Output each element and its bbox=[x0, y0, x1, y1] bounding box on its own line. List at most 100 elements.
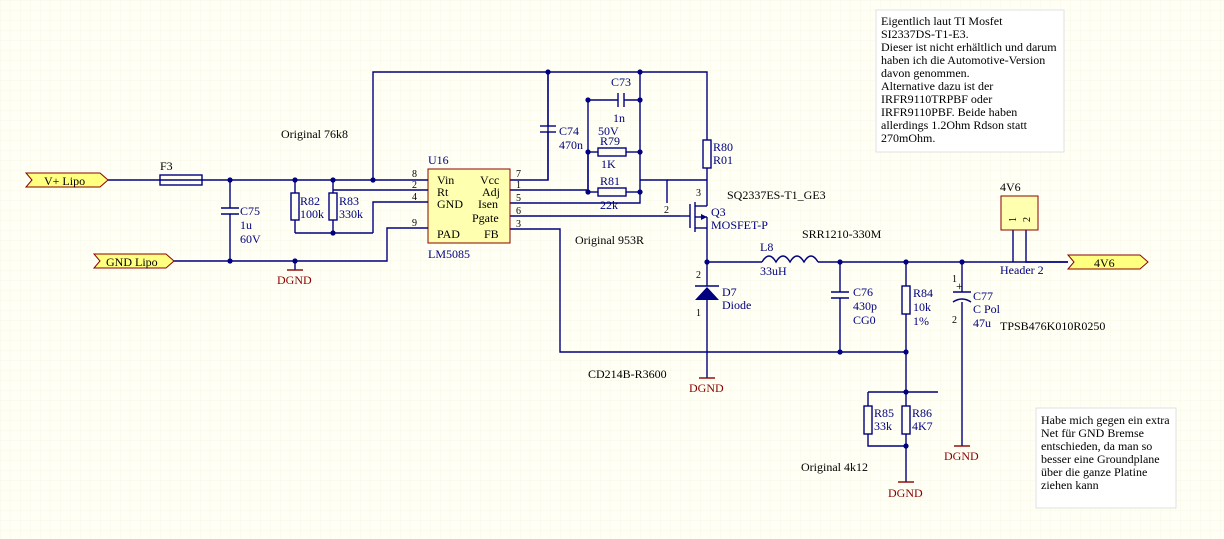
l8-part: SRR1210-330M bbox=[802, 227, 882, 241]
note-ground: Habe mich gegen ein extra Net für GND Br… bbox=[1035, 407, 1177, 509]
note-line: besser eine Groundplane bbox=[1041, 452, 1160, 466]
capacitor-c76: C76 430p CG0 bbox=[831, 285, 877, 327]
svg-text:+: + bbox=[956, 279, 963, 293]
r83-ref: R83 bbox=[339, 194, 359, 208]
r83-value: 330k bbox=[339, 207, 363, 221]
ground-symbol: DGND bbox=[689, 377, 724, 395]
u16-part: LM5085 bbox=[428, 247, 470, 261]
note-line: Net für GND Bremse bbox=[1041, 426, 1144, 440]
c75-value: 1u bbox=[240, 218, 252, 232]
ground-symbol: DGND bbox=[277, 269, 312, 287]
port-gnd-lipo: GND Lipo bbox=[92, 253, 175, 269]
inductor-l8: L8 33uH SRR1210-330M bbox=[760, 227, 882, 278]
note-mosfet: Eigentlich laut TI Mosfet SI2337DS-T1-E3… bbox=[875, 9, 1065, 153]
header-pin1: 1 bbox=[1008, 217, 1019, 222]
c75-ref: C75 bbox=[240, 204, 260, 218]
r79-value: 1K bbox=[601, 157, 616, 171]
resistor-r80: R80 R01 bbox=[702, 139, 733, 169]
u16-pin-name: GND bbox=[437, 197, 463, 211]
c76-value: 430p bbox=[853, 299, 877, 313]
annotation-original-4k12: Original 4k12 bbox=[801, 460, 868, 474]
capacitor-c75: C75 1u 60V bbox=[221, 204, 261, 246]
note-line: SI2337DS-T1-E3. bbox=[881, 27, 969, 41]
note-line: Alternative dazu ist der bbox=[881, 79, 993, 93]
c74-ref: C74 bbox=[559, 124, 579, 138]
u16-pin-name: Pgate bbox=[472, 211, 499, 225]
l8-ref: L8 bbox=[760, 240, 773, 254]
u16-pin-num: 4 bbox=[412, 192, 417, 203]
u16-designator: U16 bbox=[428, 153, 449, 167]
r84-tolerance: 1% bbox=[913, 314, 929, 328]
r82-value: 100k bbox=[300, 207, 324, 221]
r85-ref: R85 bbox=[874, 406, 894, 420]
annotation-original-953r: Original 953R bbox=[575, 233, 644, 247]
f3-ref: F3 bbox=[160, 159, 173, 173]
port-vplus-lipo: V+ Lipo bbox=[24, 172, 109, 188]
u16-pin-name: Vin bbox=[437, 173, 454, 187]
note-line: entschieden, da man so bbox=[1041, 439, 1152, 453]
c76-ref: C76 bbox=[853, 285, 873, 299]
header-ref: Header 2 bbox=[1000, 263, 1044, 277]
r86-ref: R86 bbox=[912, 406, 932, 420]
c73-voltage: 50V bbox=[598, 124, 619, 138]
u16-pin-name: FB bbox=[484, 227, 499, 241]
c77-part: TPSB476K010R0250 bbox=[1000, 319, 1105, 333]
c76-dielectric: CG0 bbox=[853, 313, 876, 327]
c75-voltage: 60V bbox=[240, 232, 261, 246]
note-line: davon genommen. bbox=[881, 66, 970, 80]
r85-value: 33k bbox=[874, 419, 892, 433]
c77-pin1: 1 bbox=[952, 274, 957, 285]
ic-u16-lm5085: U16 LM5085 8 2 4 9 Vin Rt GND PAD 7 1 5 … bbox=[405, 153, 521, 261]
r84-ref: R84 bbox=[913, 286, 933, 300]
resistor-r85: R85 33k bbox=[863, 405, 894, 435]
d7-type: Diode bbox=[722, 298, 751, 312]
port-4v6: 4V6 bbox=[1066, 254, 1149, 270]
q3-ref: Q3 bbox=[711, 205, 726, 219]
d7-ref: D7 bbox=[722, 285, 737, 299]
resistor-r83: R83 330k bbox=[328, 192, 363, 221]
r84-value: 10k bbox=[913, 300, 931, 314]
diode-d7: 2 1 D7 Diode CD214B-R3600 bbox=[588, 270, 751, 381]
resistor-r81: R81 22k bbox=[597, 174, 627, 212]
l8-value: 33uH bbox=[760, 264, 787, 278]
r80-ref: R80 bbox=[713, 140, 733, 154]
fuse-f3: F3 bbox=[159, 159, 203, 186]
u16-pin-num: 1 bbox=[516, 180, 521, 191]
ground-symbol: DGND bbox=[888, 481, 923, 500]
q3-part: SQ2337ES-T1_GE3 bbox=[727, 188, 826, 202]
note-line: IRFR9110PBF. Beide haben bbox=[881, 105, 1017, 119]
note-line: IRFR9110TRPBF oder bbox=[881, 92, 992, 106]
resistor-r84: R84 10k 1% bbox=[901, 285, 933, 328]
junctions bbox=[227, 69, 965, 449]
annotation-original-76k8: Original 76k8 bbox=[281, 127, 348, 141]
u16-pin-num: 9 bbox=[412, 218, 417, 229]
capacitor-c74: C74 470n bbox=[540, 124, 583, 152]
resistor-r86: R86 4K7 bbox=[901, 405, 933, 435]
q3-pin3: 3 bbox=[696, 188, 701, 199]
note-line: über die ganze Platine bbox=[1041, 465, 1147, 479]
port-vplus-label: V+ Lipo bbox=[44, 174, 85, 188]
u16-pin-name: Isen bbox=[478, 197, 498, 211]
port-gnd-label: GND Lipo bbox=[106, 255, 158, 269]
c77-value: 47u bbox=[973, 316, 991, 330]
note-line: Dieser ist nicht erhältlich und darum bbox=[881, 40, 1057, 54]
resistor-r79: R79 1K bbox=[597, 134, 627, 171]
u16-pin-num: 5 bbox=[516, 193, 521, 204]
c77-type: C Pol bbox=[973, 302, 1001, 316]
ground-symbol: DGND bbox=[944, 445, 979, 463]
note-line: Eigentlich laut TI Mosfet bbox=[881, 14, 1003, 28]
q3-type: MOSFET-P bbox=[711, 218, 768, 232]
u16-pin-num: 8 bbox=[412, 169, 417, 180]
u16-pin-name: Rt bbox=[437, 185, 449, 199]
c77-ref: C77 bbox=[973, 289, 993, 303]
ground-label: DGND bbox=[277, 273, 312, 287]
u16-pin-num: 7 bbox=[516, 169, 521, 180]
capacitor-c77: + 1 2 C77 C Pol 47u TPSB476K010R0250 bbox=[952, 274, 1105, 333]
d7-pin2: 2 bbox=[696, 270, 701, 281]
note-line: allerdings 1.2Ohm Rdson statt bbox=[881, 118, 1028, 132]
header-pin2: 2 bbox=[1022, 217, 1033, 222]
c77-pin2: 2 bbox=[952, 315, 957, 326]
c73-value: 1n bbox=[613, 111, 625, 125]
port-4v6-label: 4V6 bbox=[1094, 256, 1115, 270]
